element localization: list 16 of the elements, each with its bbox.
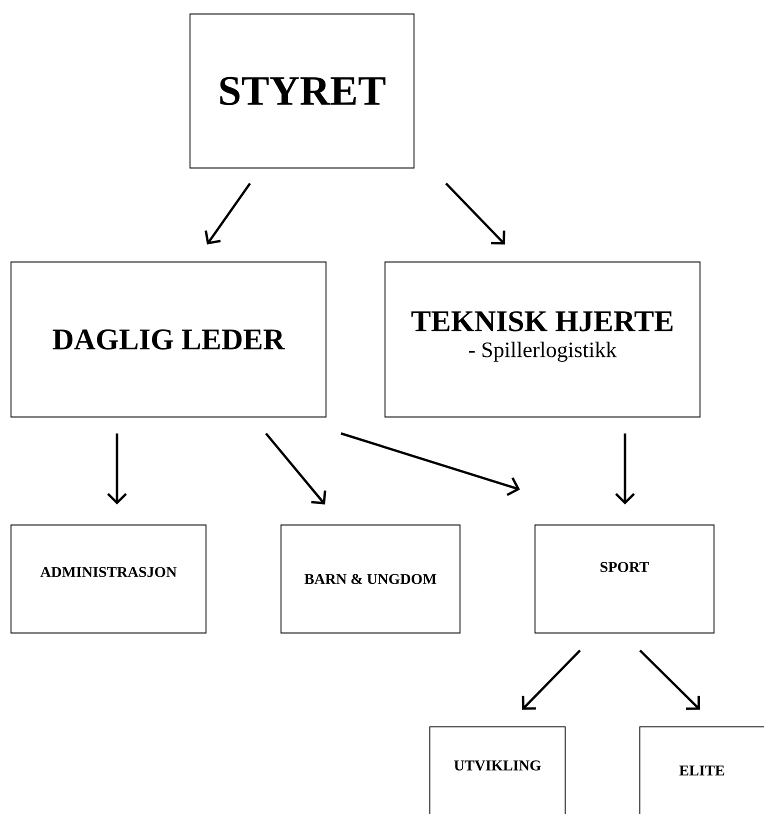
arrow bbox=[639, 650, 700, 710]
box: SPORT bbox=[534, 524, 714, 634]
box: BARN & UNGDOM bbox=[280, 524, 460, 634]
arrow bbox=[107, 433, 127, 505]
arrow bbox=[204, 182, 251, 245]
arrow bbox=[522, 650, 581, 710]
box: UTVIKLING bbox=[429, 726, 566, 814]
box: TEKNISK HJERTE - Spillerlogistikk bbox=[384, 262, 700, 418]
box: ELITE bbox=[639, 726, 764, 814]
arrow bbox=[615, 433, 635, 505]
arrow bbox=[265, 432, 326, 505]
arrow bbox=[340, 432, 520, 496]
box: STYRET bbox=[190, 14, 414, 168]
box: DAGLIG LEDER bbox=[10, 262, 326, 418]
box: ADMINISTRASJON bbox=[10, 524, 206, 634]
arrow bbox=[445, 182, 506, 245]
